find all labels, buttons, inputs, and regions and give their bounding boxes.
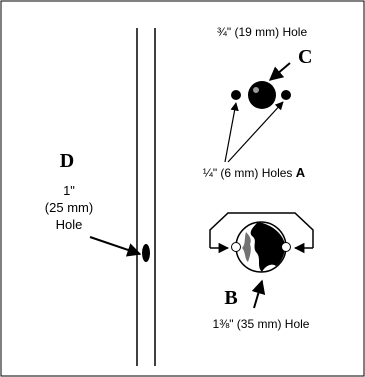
label-d-line3: Hole — [56, 217, 83, 232]
label-small-holes-text: ¼" (6 mm) Holes — [203, 166, 293, 180]
hole-c-large — [248, 81, 276, 109]
bracket-a — [209, 212, 314, 248]
label-d-line2: (25 mm) — [45, 200, 93, 215]
label-bottom-hole: 1⅜" (35 mm) Hole — [213, 317, 310, 331]
label-letter-d: D — [60, 150, 74, 172]
arrow-to-hole-c — [268, 62, 291, 81]
small-hole-right — [281, 90, 291, 100]
label-letter-c: C — [298, 46, 312, 68]
label-d-line1: 1" — [63, 183, 75, 198]
arrow-to-small-hole-right — [227, 101, 284, 163]
hole-b-speckle — [242, 232, 251, 262]
small-hole-left — [231, 90, 241, 100]
arrow-to-hole-d — [89, 236, 142, 257]
label-top-hole: ¾" (19 mm) Hole — [217, 25, 308, 39]
arrow-to-hole-b — [251, 279, 266, 309]
hole-c-highlight — [253, 87, 259, 93]
label-small-holes: ¼" (6 mm) Holes A — [203, 165, 306, 180]
label-letter-a: A — [296, 165, 306, 180]
arrow-to-small-hole-left — [224, 102, 239, 163]
small-hole-lower-left — [231, 242, 241, 252]
edge-hole-d — [142, 244, 150, 262]
small-hole-lower-right — [281, 242, 291, 252]
label-letter-b: B — [224, 287, 237, 309]
hole-b-shading — [250, 222, 286, 272]
